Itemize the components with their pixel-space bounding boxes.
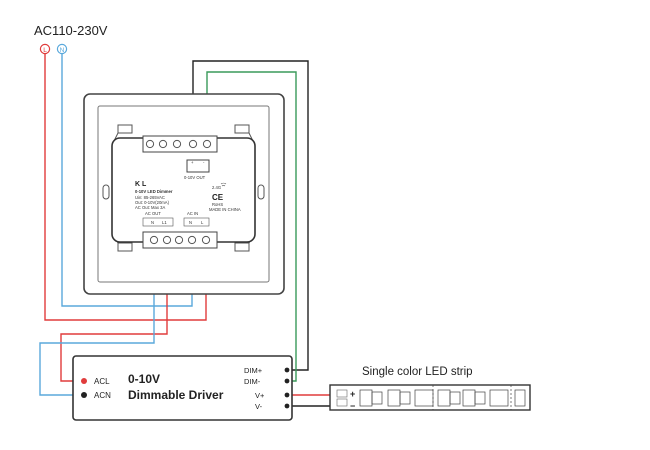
- led-strip: + −: [329, 384, 531, 411]
- neutral-terminal-icon: N: [56, 43, 68, 55]
- dimmer-rohs: RoHS: [212, 202, 223, 207]
- dimmer-brand: K L: [135, 181, 147, 188]
- dimmer-input: Uin: 85-265VAC: [135, 195, 165, 200]
- driver-dim-minus-label: DIM-: [244, 377, 261, 386]
- driver-title-line2: Dimmable Driver: [128, 388, 224, 402]
- dimmer-ac-out-max: AC Out: Max 3A: [135, 205, 165, 210]
- ac-in-label: AC IN: [187, 211, 198, 216]
- led-minus-label: −: [350, 401, 355, 411]
- dimmer-model: 0-10V LED Dimmer: [135, 189, 173, 194]
- dimmer-made-in: MADE IN CHINA: [209, 207, 241, 212]
- neutral-wire-driver: [39, 236, 155, 396]
- driver-title-line1: 0-10V: [128, 372, 160, 386]
- terminal-n-out: N: [151, 220, 154, 225]
- driver-acl-label: ACL: [94, 377, 110, 386]
- top-plus-label: +: [191, 160, 194, 165]
- live-label: L: [43, 47, 47, 54]
- wifi-icon: [220, 182, 227, 187]
- led-segment-1: [359, 385, 434, 410]
- ac-out-label: AC OUT: [145, 211, 161, 216]
- terminal-l-in: L: [201, 220, 204, 225]
- live-wire-driver: [60, 236, 168, 382]
- acn-dot: [81, 392, 87, 398]
- top-minus-label: -: [203, 160, 205, 165]
- driver-v-minus-label: V-: [255, 402, 263, 411]
- panel-screw-slot-right: [257, 184, 265, 200]
- terminal-n-in: N: [189, 220, 192, 225]
- dimmer-rf: 2.4G: [212, 185, 221, 190]
- terminal-l1: L1: [162, 220, 167, 225]
- panel-screw-slot-left: [102, 184, 110, 200]
- acl-dot: [81, 378, 87, 384]
- top-terminal-block: + - 0-10V OUT: [142, 135, 218, 180]
- led-strip-title: Single color LED strip: [362, 366, 473, 378]
- led-plus-label: +: [350, 389, 355, 399]
- dim-plus-wire: [192, 60, 309, 371]
- live-terminal-icon: L: [39, 43, 51, 55]
- dimmer-output: Out: 0-10V(20mA): [135, 200, 170, 205]
- top-terminal-label: 0-10V OUT: [184, 175, 206, 180]
- driver-v-plus-label: V+: [255, 391, 265, 400]
- power-title: AC110-230V: [34, 23, 108, 38]
- dimmer-ce-mark: CE: [212, 193, 224, 202]
- led-segment-2: [437, 385, 526, 410]
- neutral-label: N: [60, 47, 65, 54]
- dimmable-driver: ACL ACN 0-10V Dimmable Driver DIM+ DIM- …: [72, 355, 293, 421]
- dimmer-module: + - 0-10V OUT K L 0-10V LED Dimmer Uin: …: [111, 124, 256, 252]
- driver-dim-plus-label: DIM+: [244, 366, 263, 375]
- bottom-terminal-block: [142, 231, 218, 249]
- driver-acn-label: ACN: [94, 391, 111, 400]
